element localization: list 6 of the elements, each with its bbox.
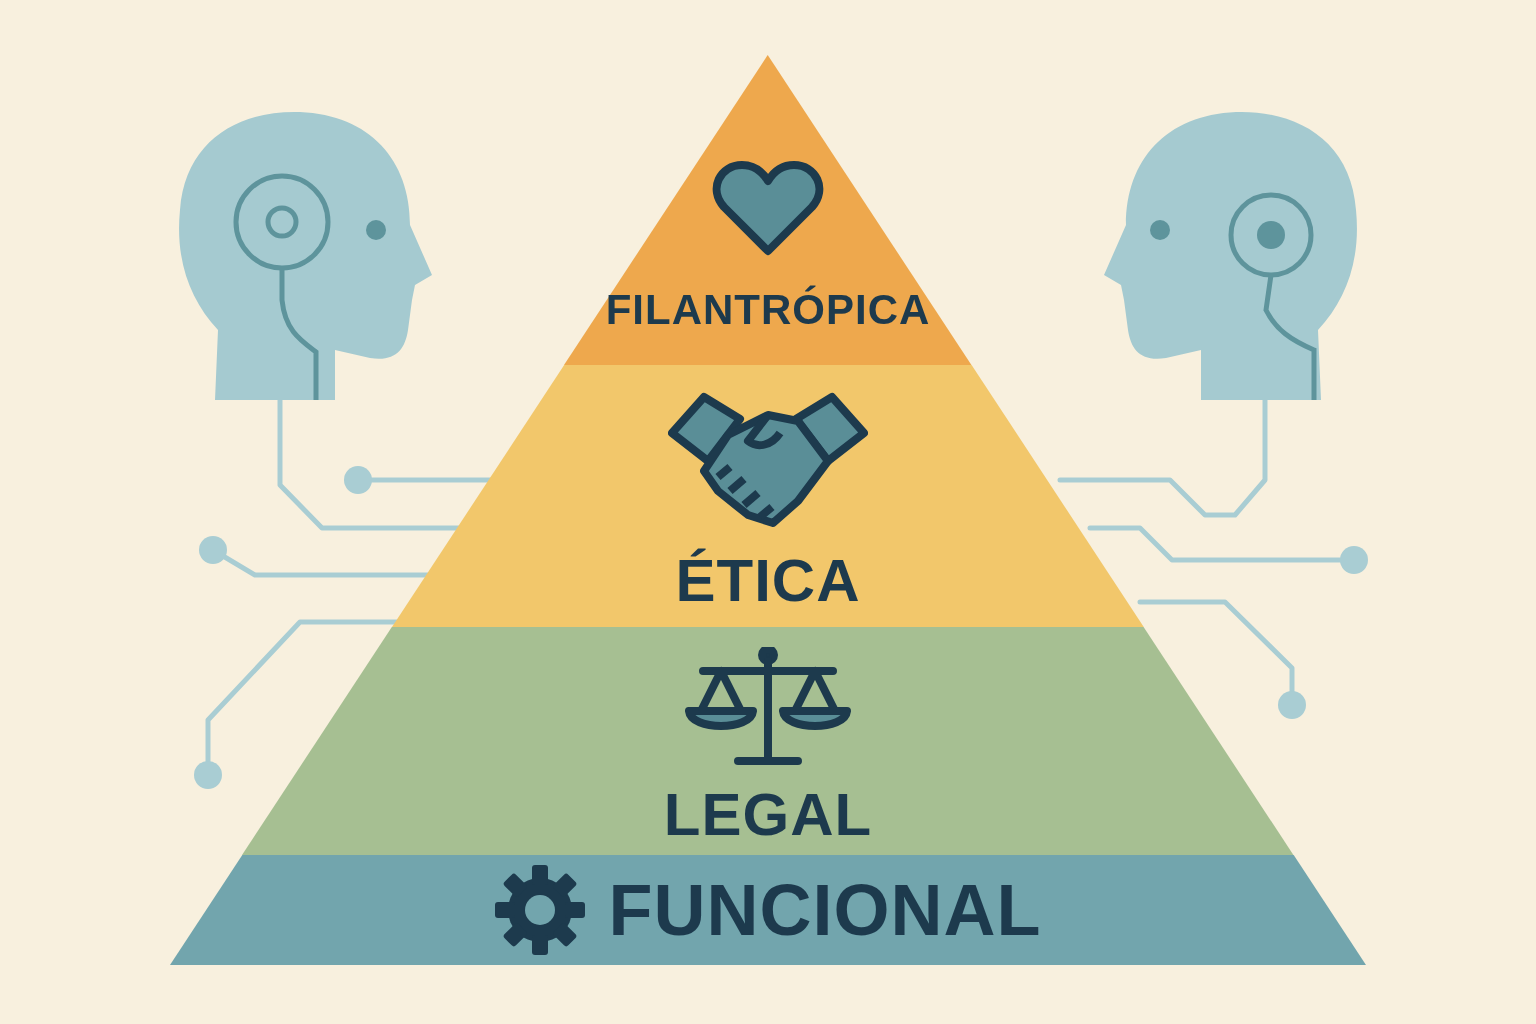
pyramid-tier <box>242 627 1294 855</box>
tier-label: LEGAL <box>663 785 873 845</box>
tier-label: FUNCIONAL <box>608 874 1042 946</box>
pyramid-tier <box>170 855 1366 965</box>
pyramid-top-tier <box>564 55 972 365</box>
pyramid-tier <box>392 365 1144 627</box>
